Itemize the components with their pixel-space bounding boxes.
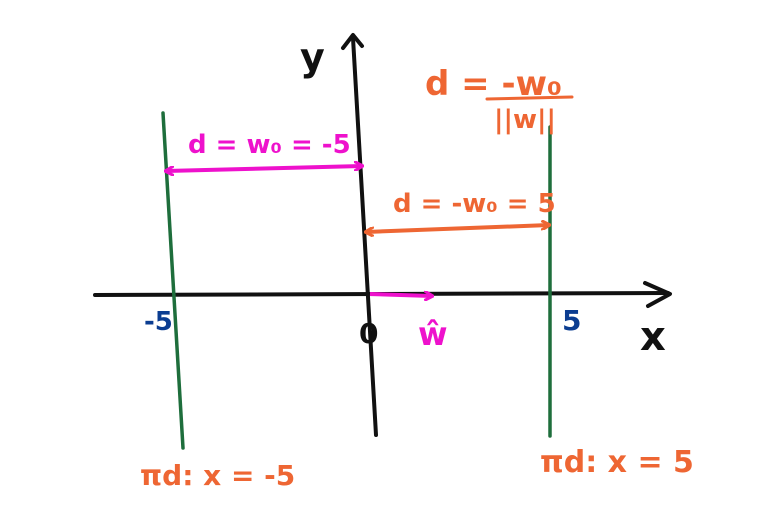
y-axis: [351, 36, 378, 437]
formula-denominator: ||w||: [494, 105, 556, 135]
x-axis-arrowhead: [643, 281, 672, 308]
y-axis-label: y: [300, 35, 325, 79]
normal-vector-arrow: [369, 294, 432, 296]
left-plane-label: πd: x = -5: [140, 459, 295, 492]
tick-label-5: 5: [562, 304, 581, 337]
right-plane-label: πd: x = 5: [540, 445, 694, 480]
left-distance-label: d = w₀ = -5: [188, 130, 351, 160]
tick-label-neg-5: -5: [144, 307, 173, 337]
origin-label: 0: [359, 317, 378, 350]
left-distance-arrow: [166, 166, 362, 171]
y-axis-arrowhead: [341, 33, 364, 50]
right-distance-arrow: [366, 225, 549, 232]
formula-fraction-bar: [485, 95, 574, 101]
left-plane-line: [161, 111, 185, 450]
x-axis-label: x: [640, 314, 666, 360]
right-distance-label: d = -w₀ = 5: [393, 189, 556, 219]
normal-vector-label: ŵ: [418, 315, 448, 353]
